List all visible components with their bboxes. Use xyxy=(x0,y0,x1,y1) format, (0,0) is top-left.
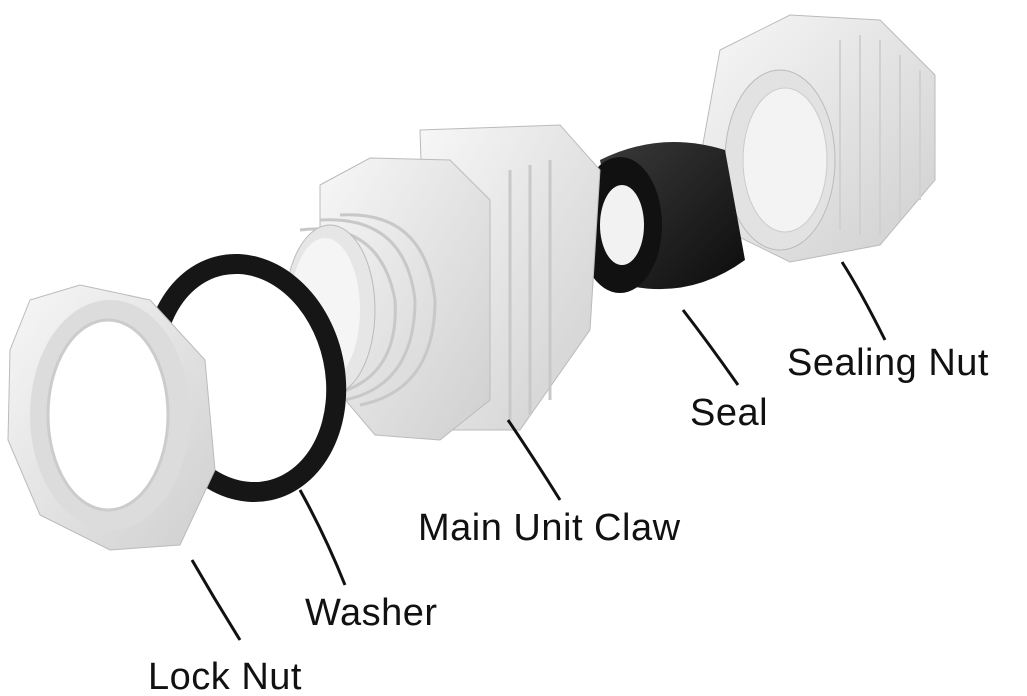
label-lock-nut: Lock Nut xyxy=(148,656,302,696)
seal-leader xyxy=(681,309,740,386)
label-main-unit-claw: Main Unit Claw xyxy=(418,507,681,549)
label-seal: Seal xyxy=(690,392,769,434)
lock-nut-leader xyxy=(190,559,242,641)
seal-part xyxy=(578,142,745,293)
sealing-nut-leader xyxy=(840,261,887,341)
label-sealing-nut: Sealing Nut xyxy=(787,342,989,384)
label-washer: Washer xyxy=(305,592,438,634)
lock-nut-part xyxy=(7,284,216,551)
main-unit-claw-leader xyxy=(506,419,562,501)
main-unit-claw-part xyxy=(284,124,601,441)
washer-leader xyxy=(298,489,347,586)
sealing-nut-part xyxy=(699,14,936,263)
